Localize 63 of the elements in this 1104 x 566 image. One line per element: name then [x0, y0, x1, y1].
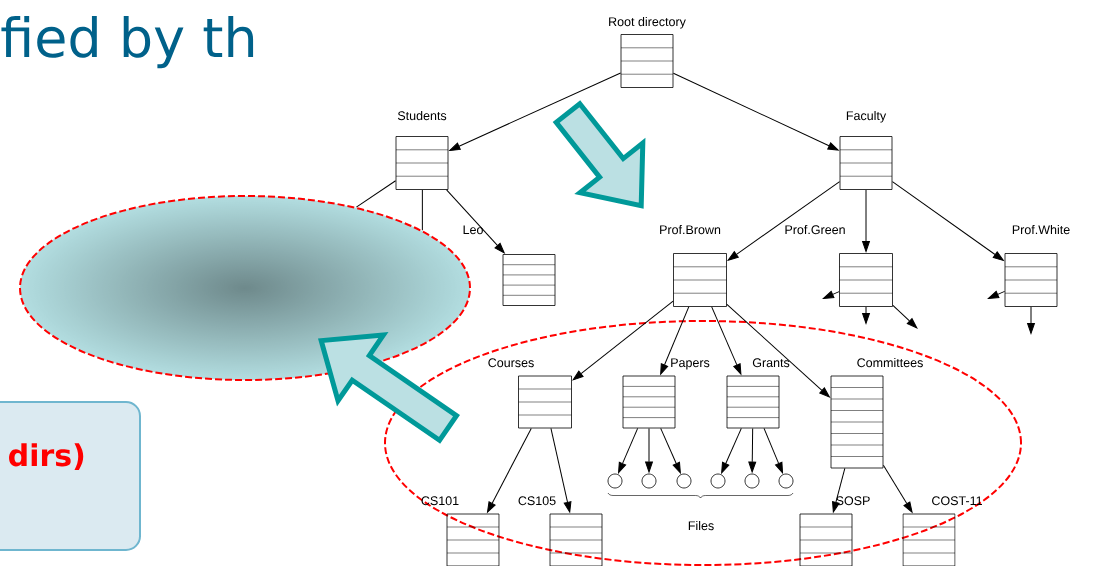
arrow [487, 427, 532, 513]
directory-box: Students [395, 110, 449, 190]
directory-box: CS105 [518, 496, 603, 566]
node-label: Courses [488, 358, 534, 368]
arrow [892, 304, 918, 329]
arrow [660, 427, 681, 474]
file-circle [607, 473, 623, 489]
arrow [832, 467, 846, 513]
arrow [618, 427, 639, 474]
arrow [711, 306, 742, 375]
title-text: fied by th [1, 16, 254, 69]
node-label: Prof.Brown [660, 224, 721, 235]
brace-label: Files [688, 520, 714, 531]
node-label: Grants [752, 358, 790, 368]
file-circle [744, 473, 760, 489]
arrow [822, 290, 840, 299]
file-circle [710, 473, 726, 489]
node-label: Root directory [609, 16, 686, 29]
directory-box: Courses [488, 358, 572, 429]
directory-box: Grants [726, 358, 790, 429]
file-circle [641, 473, 657, 489]
file-circle [676, 473, 692, 489]
directory-box: COST-11 [902, 496, 982, 566]
arrow [449, 72, 622, 151]
node-label: Prof.Green [785, 224, 845, 235]
node-label: Committees [857, 357, 923, 368]
highlight-ellipse [384, 320, 1022, 566]
file-circle [778, 473, 794, 489]
directory-box: Committees [830, 357, 923, 469]
directory-box: Papers [622, 358, 710, 429]
arrow [672, 72, 839, 151]
arrow [748, 427, 757, 473]
node-label: CS101 [421, 496, 459, 506]
arrow [763, 427, 784, 474]
node-label: Faculty [846, 110, 887, 123]
arrow [660, 306, 690, 375]
arrow [862, 189, 870, 252]
arrow [727, 181, 841, 261]
node-label: Prof.White [1012, 224, 1070, 235]
directory-box: Root directory [609, 16, 686, 88]
node-label: Papers [671, 358, 710, 370]
arrow [446, 189, 505, 254]
callout-box: dirs) [0, 401, 141, 551]
arrow [721, 427, 742, 474]
directory-box: CS101 [421, 496, 500, 566]
arrow [987, 290, 1006, 299]
arrow [645, 427, 653, 473]
arrow [726, 303, 830, 398]
directory-box: Faculty [839, 110, 893, 190]
arrow [1027, 306, 1035, 334]
arrow [550, 427, 572, 513]
arrow [572, 300, 674, 381]
directory-box: Prof.White [1004, 224, 1070, 307]
arrow [882, 464, 913, 513]
node-label: Students [397, 110, 447, 121]
arrow [891, 181, 1004, 261]
directory-box: Leo [463, 225, 556, 306]
node-label: Leo [463, 225, 483, 235]
node-label: CS105 [518, 496, 556, 506]
directory-box: Prof.Green [785, 224, 893, 307]
node-label: COST-11 [932, 496, 982, 506]
directory-box: Prof.Brown [660, 224, 727, 307]
arrow [862, 306, 870, 324]
